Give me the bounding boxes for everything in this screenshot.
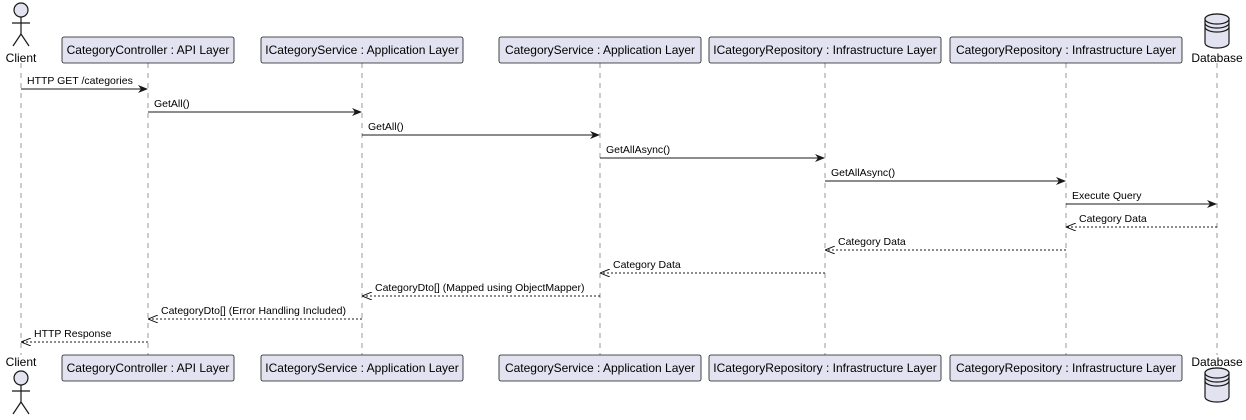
message-5: GetAllAsync() bbox=[825, 167, 1066, 185]
participant-catrepo-top-label: CategoryRepository : Infrastructure Laye… bbox=[956, 43, 1176, 57]
participant-icatrepo-top-label: ICategoryRepository : Infrastructure Lay… bbox=[713, 43, 936, 57]
message-9-label: Category Data bbox=[613, 259, 681, 271]
message-8: Category Data bbox=[826, 236, 1066, 250]
message-3-label: GetAll() bbox=[368, 121, 404, 133]
message-10-label: CategoryDto[] (Mapped using ObjectMapper… bbox=[375, 282, 585, 294]
lifelines bbox=[20, 63, 1218, 355]
message-2: GetAll() bbox=[148, 98, 362, 116]
participant-client-bottom-label: Client bbox=[6, 355, 37, 369]
message-6-label: Execute Query bbox=[1072, 190, 1142, 202]
message-10: CategoryDto[] (Mapped using ObjectMapper… bbox=[363, 282, 600, 296]
participants-top: Client CategoryController : API Layer ICat… bbox=[6, 2, 1243, 65]
participant-catservice-top-label: CategoryService : Application Layer bbox=[505, 43, 695, 57]
participant-icatrepo-top: ICategoryRepository : Infrastructure Lay… bbox=[708, 36, 942, 64]
participant-client-bottom: Client bbox=[6, 355, 37, 415]
participants-bottom: Client CategoryController : API Layer ICat… bbox=[6, 354, 1243, 415]
participant-controller-top: CategoryController : API Layer bbox=[61, 36, 235, 64]
message-1-label: HTTP GET /categories bbox=[27, 75, 133, 87]
message-3: GetAll() bbox=[362, 121, 600, 139]
participant-catrepo-bottom-label: CategoryRepository : Infrastructure Laye… bbox=[956, 361, 1176, 375]
message-4-label: GetAllAsync() bbox=[606, 144, 670, 156]
participant-catrepo-bottom: CategoryRepository : Infrastructure Laye… bbox=[949, 354, 1183, 382]
participant-icatservice-top: ICategoryService : Application Layer bbox=[260, 36, 464, 64]
participant-database-bottom-label: Database bbox=[1191, 355, 1243, 369]
message-9: Category Data bbox=[601, 259, 825, 273]
participant-icatrepo-bottom: ICategoryRepository : Infrastructure Lay… bbox=[708, 354, 942, 382]
message-7-label: Category Data bbox=[1079, 213, 1147, 225]
message-11-label: CategoryDto[] (Error Handling Included) bbox=[161, 305, 346, 317]
message-8-label: Category Data bbox=[838, 236, 906, 248]
message-7: Category Data bbox=[1067, 213, 1217, 227]
participant-client-top: Client bbox=[6, 2, 37, 65]
participant-database-bottom: Database bbox=[1191, 355, 1243, 403]
participant-client-top-label: Client bbox=[6, 51, 37, 65]
message-1: HTTP GET /categories bbox=[21, 75, 148, 93]
participant-icatservice-bottom: ICategoryService : Application Layer bbox=[260, 354, 464, 382]
message-4: GetAllAsync() bbox=[600, 144, 825, 162]
message-12: HTTP Response bbox=[22, 328, 148, 342]
participant-catrepo-top: CategoryRepository : Infrastructure Laye… bbox=[949, 36, 1183, 64]
participant-catservice-top: CategoryService : Application Layer bbox=[498, 36, 702, 64]
message-6: Execute Query bbox=[1066, 190, 1217, 208]
message-5-label: GetAllAsync() bbox=[831, 167, 895, 179]
participant-icatrepo-bottom-label: ICategoryRepository : Infrastructure Lay… bbox=[713, 361, 936, 375]
participant-icatservice-bottom-label: ICategoryService : Application Layer bbox=[265, 361, 458, 375]
message-2-label: GetAll() bbox=[154, 98, 190, 110]
message-12-label: HTTP Response bbox=[34, 328, 112, 340]
participant-database-top-label: Database bbox=[1191, 51, 1243, 65]
participant-catservice-bottom: CategoryService : Application Layer bbox=[498, 354, 702, 382]
participant-catservice-bottom-label: CategoryService : Application Layer bbox=[505, 361, 695, 375]
participant-controller-top-label: CategoryController : API Layer bbox=[67, 43, 230, 57]
message-11: CategoryDto[] (Error Handling Included) bbox=[149, 305, 362, 319]
participant-database-top: Database bbox=[1191, 13, 1243, 65]
participant-controller-bottom: CategoryController : API Layer bbox=[61, 354, 235, 382]
participant-controller-bottom-label: CategoryController : API Layer bbox=[67, 361, 230, 375]
participant-icatservice-top-label: ICategoryService : Application Layer bbox=[265, 43, 458, 57]
